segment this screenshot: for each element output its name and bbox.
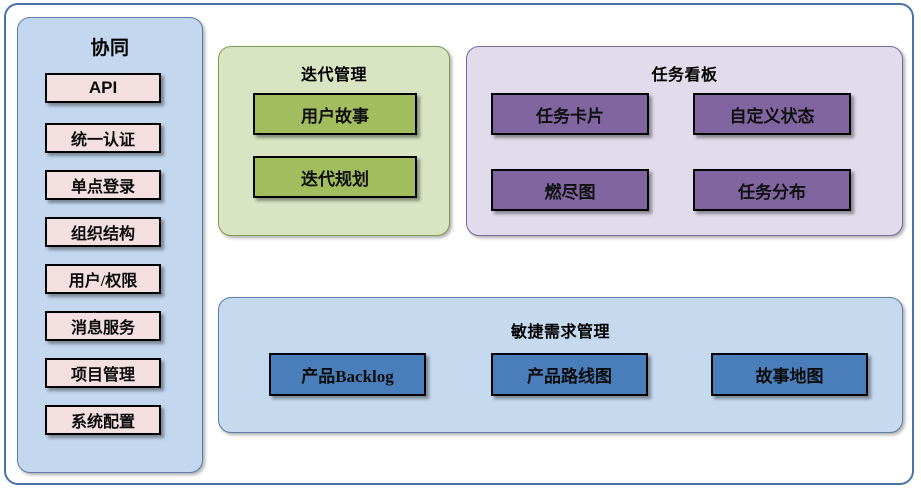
sidebar-item-org-structure[interactable]: 组织结构 (45, 217, 161, 247)
sidebar-item-unified-auth[interactable]: 统一认证 (45, 123, 161, 153)
panel-task-board-title: 任务看板 (651, 67, 718, 84)
sidebar-item-message-service[interactable]: 消息服务 (45, 311, 161, 341)
panel-agile-requirements-title: 敏捷需求管理 (510, 324, 610, 341)
sidebar-item-user-permission[interactable]: 用户/权限 (45, 264, 161, 294)
panel-task-board[interactable]: 任务看板 任务卡片 自定义状态 燃尽图 任务分布 (466, 46, 903, 236)
panel-collaboration-title: 协同 (90, 38, 130, 59)
agile-item-product-roadmap[interactable]: 产品路线图 (491, 353, 648, 396)
taskboard-item-burndown-chart[interactable]: 燃尽图 (491, 169, 649, 211)
panel-agile-requirements[interactable]: 敏捷需求管理 产品Backlog 产品路线图 故事地图 (218, 297, 903, 433)
taskboard-item-custom-status[interactable]: 自定义状态 (693, 93, 851, 135)
agile-item-product-backlog[interactable]: 产品Backlog (269, 353, 426, 396)
taskboard-item-task-card[interactable]: 任务卡片 (491, 93, 649, 135)
outer-frame (4, 3, 914, 485)
sidebar-item-api[interactable]: API (45, 73, 161, 103)
agile-item-story-map[interactable]: 故事地图 (711, 353, 868, 396)
panel-iteration-management-title: 迭代管理 (300, 67, 367, 84)
iteration-item-iteration-plan[interactable]: 迭代规划 (253, 156, 417, 198)
sidebar-item-system-config[interactable]: 系统配置 (45, 405, 161, 435)
iteration-item-user-story[interactable]: 用户故事 (253, 93, 417, 135)
taskboard-item-task-distribution[interactable]: 任务分布 (693, 169, 851, 211)
sidebar-item-project-mgmt[interactable]: 项目管理 (45, 358, 161, 388)
sidebar-item-sso[interactable]: 单点登录 (45, 170, 161, 200)
panel-collaboration[interactable]: 协同 API 统一认证 单点登录 组织结构 用户/权限 消息服务 项目管理 系统… (17, 17, 203, 473)
panel-iteration-management[interactable]: 迭代管理 用户故事 迭代规划 (218, 46, 450, 236)
